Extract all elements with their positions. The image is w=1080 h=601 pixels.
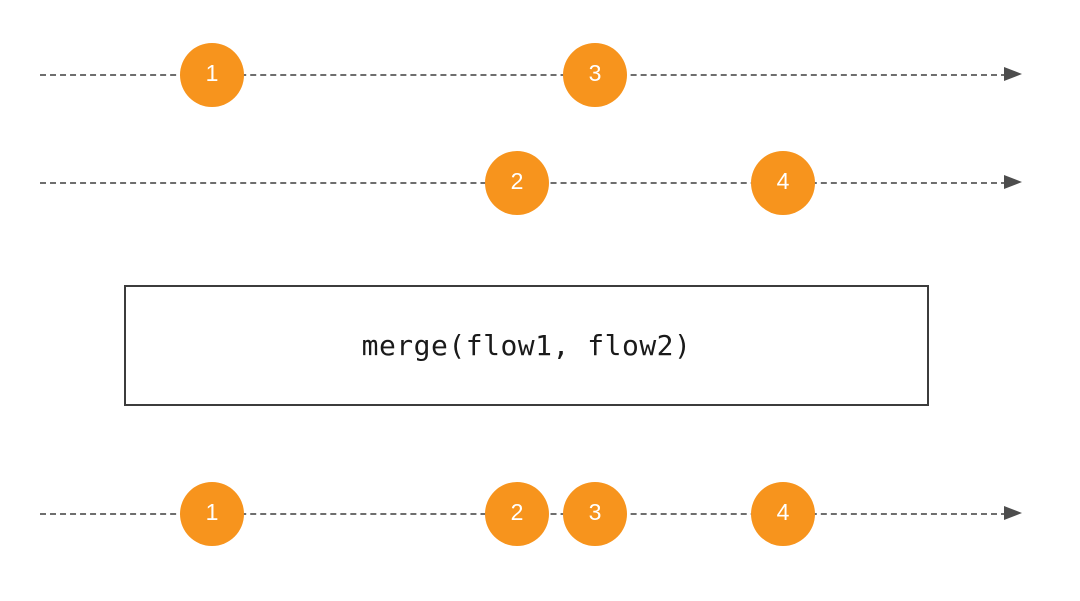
timeline-flow1: 1 3 [0,43,1080,107]
marble[interactable]: 1 [180,482,244,546]
marble[interactable]: 4 [751,151,815,215]
marble-label: 1 [205,59,219,86]
marble-label: 4 [776,498,790,525]
marble-label: 3 [588,498,602,525]
marble[interactable]: 3 [563,482,627,546]
timeline-arrow-icon [1004,506,1022,520]
marble-label: 2 [510,498,524,525]
marble[interactable]: 2 [485,482,549,546]
marble-label: 3 [588,59,602,86]
marble-label: 2 [510,167,524,194]
timeline-arrow-icon [1004,67,1022,81]
marble[interactable]: 1 [180,43,244,107]
marble-label: 1 [205,498,219,525]
operator-box: merge(flow1, flow2) [124,285,929,406]
marble[interactable]: 2 [485,151,549,215]
timeline-line [40,74,1007,76]
timeline-flow2: 2 4 [0,151,1080,215]
timeline-result: 1 2 3 4 [0,482,1080,546]
operator-label: merge(flow1, flow2) [361,329,692,362]
marble[interactable]: 4 [751,482,815,546]
timeline-arrow-icon [1004,175,1022,189]
marble[interactable]: 3 [563,43,627,107]
marble-label: 4 [776,167,790,194]
